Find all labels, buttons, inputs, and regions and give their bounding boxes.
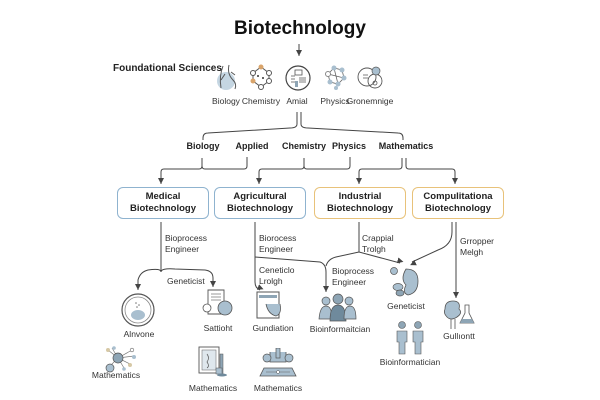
box-line2: Biotechnology: [327, 203, 393, 214]
branch-applied: Applied: [235, 141, 269, 151]
tablet-instrument-icon: [198, 346, 227, 377]
branch-biology: Biology: [186, 141, 220, 151]
petri-dish-icon: [121, 293, 155, 327]
role-medical-sub: Geneticist: [167, 276, 205, 286]
flask-organ-icon: [443, 300, 475, 329]
box-line1: Compulitationa: [423, 191, 493, 202]
lab-device-icon: [256, 291, 281, 319]
embryo-icon: [390, 267, 419, 297]
bioreactor-icon: [259, 348, 297, 377]
foundational-sciences-label: Foundational Sciences: [113, 63, 222, 74]
output-label-mathematics-2: Mathematics: [188, 383, 238, 393]
output-label-mathematics-1: Mathematics: [91, 370, 141, 380]
atom-network-icon: [325, 65, 347, 90]
branch-mathematics: Mathematics: [378, 141, 434, 151]
box-line1: Medical: [145, 191, 181, 202]
icon-label-biology: Biology: [212, 96, 240, 106]
molecule-icon: [250, 64, 272, 90]
lungs-icon: [217, 64, 237, 90]
team-icon: [318, 293, 357, 322]
output-label-alnvone: Alnvone: [123, 329, 155, 339]
box-line1: Agricultural: [233, 191, 287, 202]
output-label-sattioht: Sattioht: [203, 323, 233, 333]
document-microbe-icon: [202, 289, 233, 316]
lab-document-icon: [285, 65, 311, 91]
output-label-gullontt: Gullıontt: [443, 331, 475, 341]
icon-label-amial: Amial: [286, 96, 308, 106]
output-label-bioinformaitcian: Bioinformaitcian: [309, 324, 371, 334]
branch-chemistry: Chemistry: [281, 141, 327, 151]
box-line2: Biotechnology: [130, 203, 196, 214]
output-label-mathematics-3: Mathematics: [253, 383, 303, 393]
box-line1: Industrial: [338, 191, 382, 202]
output-label-gundiation: Gundiation: [252, 323, 294, 333]
box-line2: Biotechnology: [227, 203, 293, 214]
output-label-bioinformatician: Bioinformatician: [379, 357, 441, 367]
icon-label-physics: Physics: [320, 96, 350, 106]
diagram-title: Biotechnology: [234, 18, 366, 39]
icon-label-gronemnige: Gronemnige: [346, 96, 394, 106]
icon-label-chemistry: Chemistry: [241, 96, 281, 106]
output-label-geneticist: Geneticist: [387, 301, 425, 311]
network-nodes-icon: [105, 346, 136, 373]
box-line2: Biotechnology: [425, 203, 491, 214]
two-people-icon: [396, 321, 424, 355]
cells-icon: [357, 66, 383, 89]
branch-physics: Physics: [331, 141, 367, 151]
